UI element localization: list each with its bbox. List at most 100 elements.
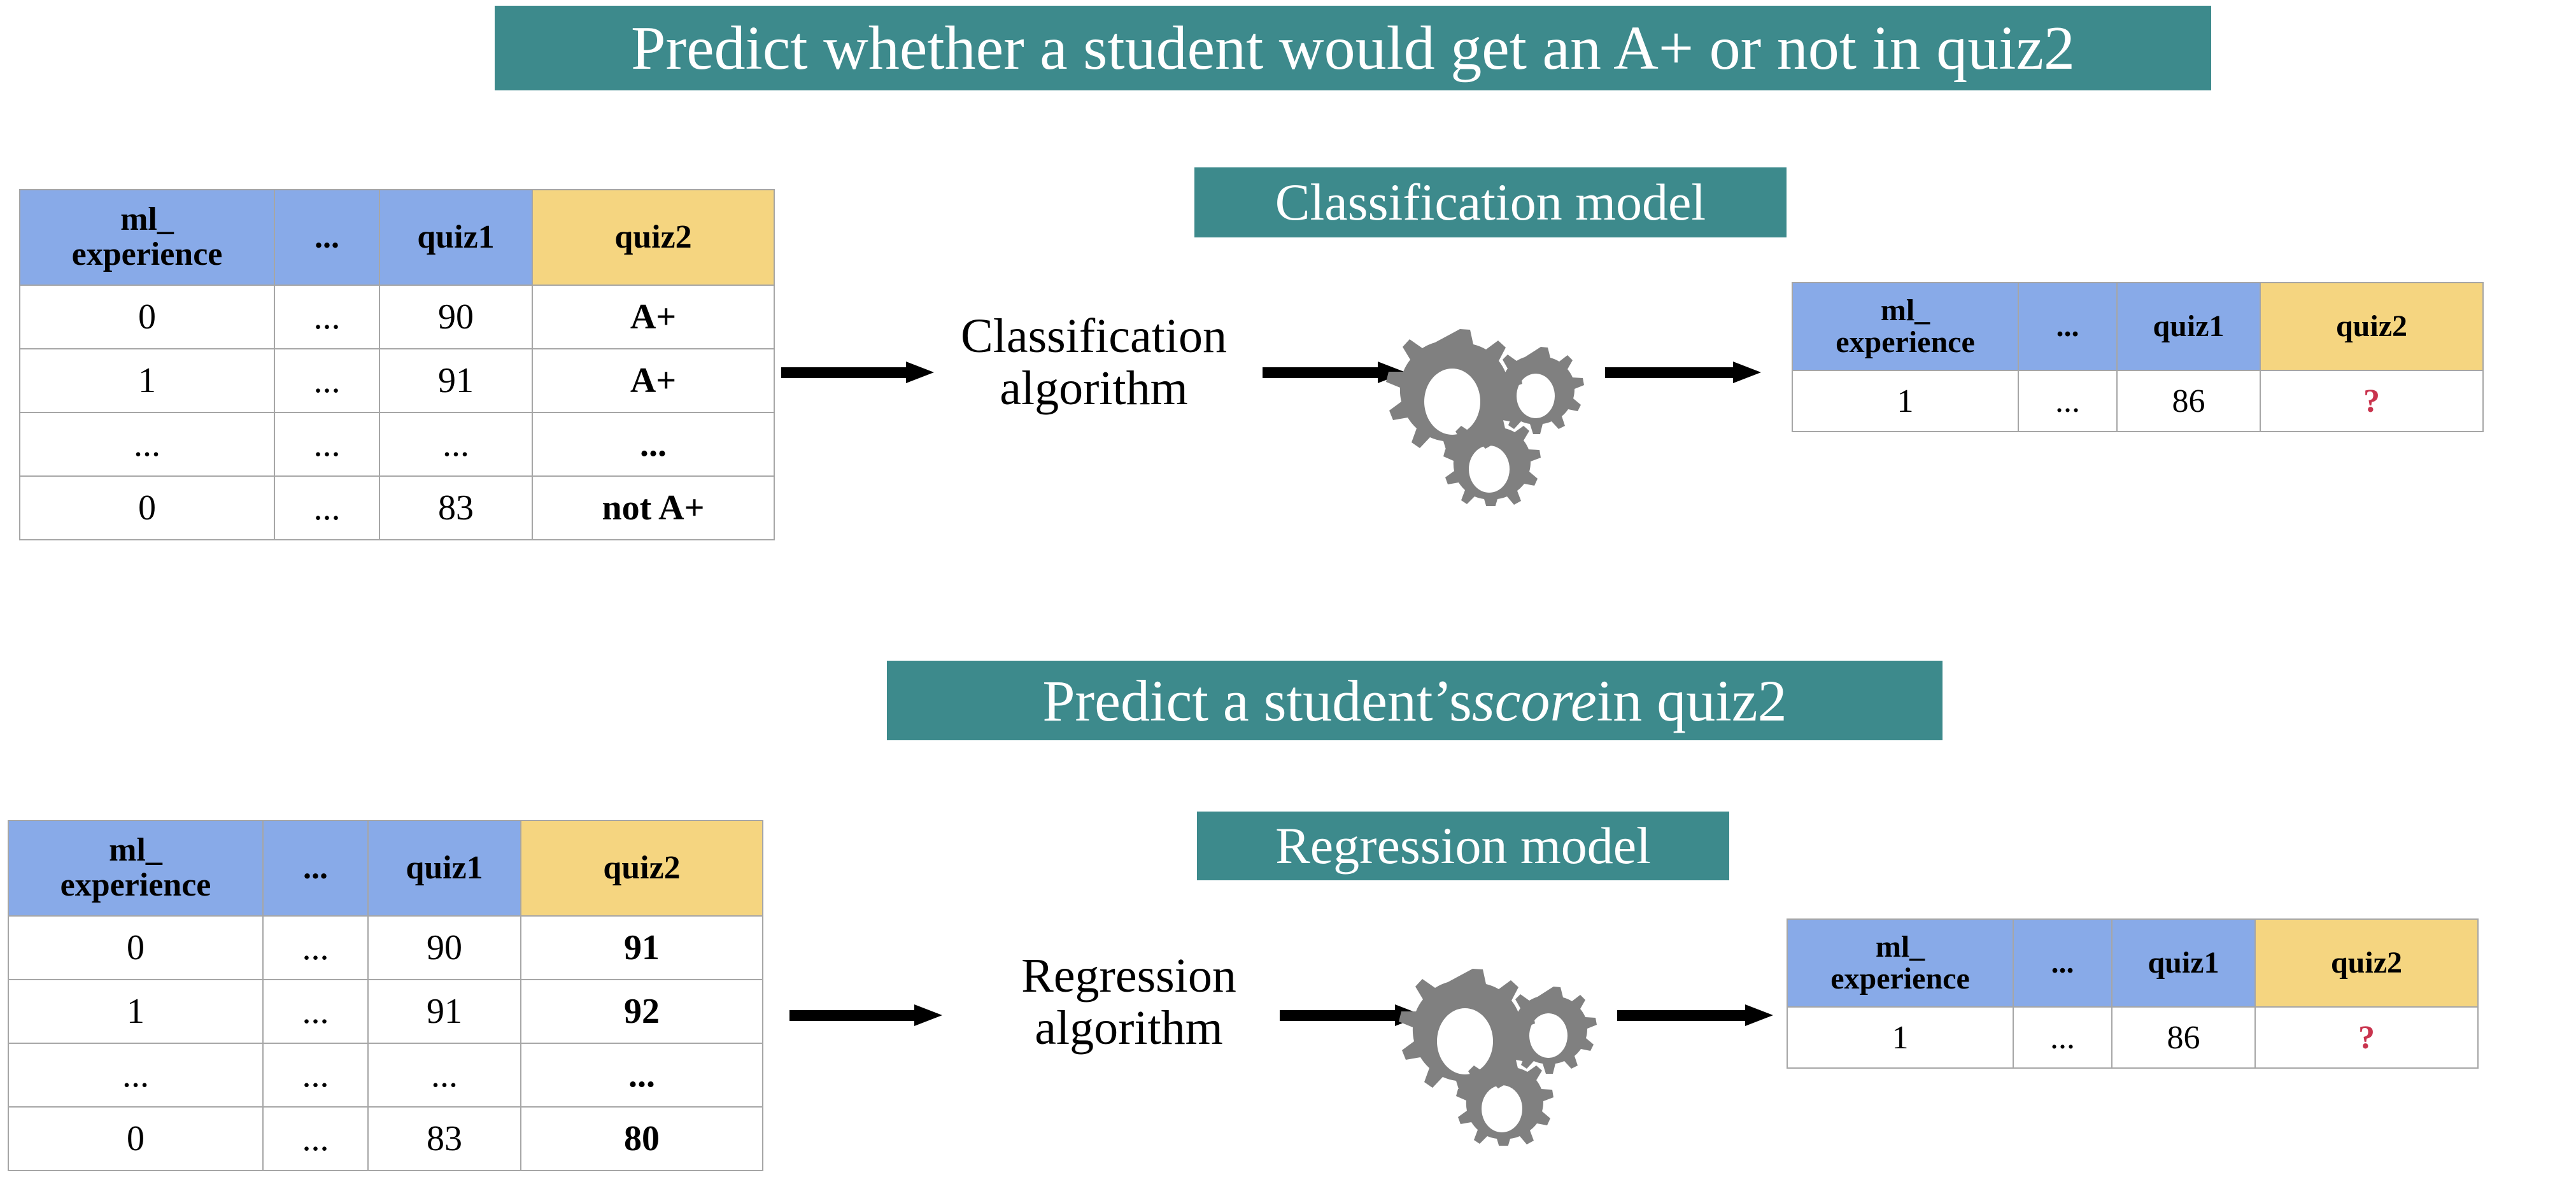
table-row: 0 ... 83 80 [8, 1106, 763, 1171]
column-header-ml-experience: ml_ experience [19, 189, 275, 286]
table-row: 1 ... 91 92 [8, 979, 763, 1044]
regression-algorithm-label: Regression algorithm [989, 950, 1269, 1054]
table-row: ... ... ... ... [8, 1043, 763, 1108]
cell-ellipsis: ... [262, 1106, 369, 1171]
table-row: 0 ... 83 not A+ [19, 475, 775, 540]
classification-section-title-banner: Predict whether a student would get an A… [495, 6, 2211, 90]
cell-ml-experience: 0 [19, 285, 275, 349]
arrow-shaft [1280, 1010, 1395, 1021]
cell-quiz2: 92 [520, 979, 763, 1044]
arrow-train-to-algorithm-1 [781, 362, 934, 383]
column-header-ml-line1: ml_ [120, 201, 174, 238]
regression-model-label-banner: Regression model [1197, 812, 1729, 880]
cell-ellipsis: ... [262, 979, 369, 1044]
regression-algorithm-label-line2: algorithm [1035, 1001, 1223, 1055]
column-header-quiz2: quiz2 [532, 189, 775, 286]
cell-ml-experience: ... [19, 412, 275, 477]
classification-model-label-text: Classification model [1275, 173, 1706, 231]
arrow-gears-to-prediction-2 [1617, 1004, 1773, 1026]
cell-ellipsis: ... [274, 475, 380, 540]
column-header-ml-line1: ml_ [109, 832, 162, 869]
cell-quiz2: 80 [520, 1106, 763, 1171]
table-row: 1 ... 91 A+ [19, 348, 775, 413]
cell-quiz1: 90 [379, 285, 533, 349]
cell-ellipsis: ... [2018, 370, 2118, 432]
cell-quiz2-unknown: ? [2254, 1006, 2479, 1069]
column-header-quiz2: quiz2 [2260, 282, 2484, 371]
column-header-ml-experience: ml_ experience [1792, 282, 2019, 371]
regression-section-title-italic: score [1471, 668, 1597, 733]
classification-model-label-banner: Classification model [1194, 167, 1787, 237]
arrow-shaft [1605, 367, 1733, 378]
table-header-row: ml_ experience ... quiz1 quiz2 [1792, 282, 2484, 371]
arrow-shaft [781, 367, 906, 378]
table-row: 0 ... 90 91 [8, 915, 763, 980]
cell-ml-experience: 1 [1787, 1006, 2014, 1069]
cell-quiz1: 83 [367, 1106, 521, 1171]
cell-ellipsis: ... [274, 348, 380, 413]
cell-quiz1: 86 [2111, 1006, 2256, 1069]
arrow-head [906, 362, 934, 383]
regression-training-table: ml_ experience ... quiz1 quiz2 0 ... 90 … [8, 820, 763, 1171]
arrow-shaft [789, 1010, 914, 1021]
arrow-head [1733, 362, 1761, 383]
column-header-ml-line1: ml_ [1875, 929, 1925, 964]
column-header-quiz1: quiz1 [367, 820, 521, 917]
classification-section-title-text: Predict whether a student would get an A… [631, 13, 2075, 83]
cell-ml-experience: 1 [1792, 370, 2019, 432]
column-header-quiz1: quiz1 [2116, 282, 2261, 371]
column-header-ml-experience: ml_ experience [1787, 918, 2014, 1008]
cell-quiz1: 91 [379, 348, 533, 413]
column-header-ellipsis: ... [274, 189, 380, 286]
cell-quiz2-unknown: ? [2260, 370, 2484, 432]
column-header-ml-line2: experience [71, 236, 223, 272]
table-header-row: ml_ experience ... quiz1 quiz2 [1787, 918, 2479, 1008]
cell-ellipsis: ... [262, 915, 369, 980]
column-header-quiz2: quiz2 [2254, 918, 2479, 1008]
regression-prediction-table: ml_ experience ... quiz1 quiz2 1 ... 86 … [1787, 918, 2479, 1069]
column-header-ml-line2: experience [1830, 962, 1970, 995]
arrow-gears-to-prediction-1 [1605, 362, 1761, 383]
gears-icon [1393, 955, 1610, 1146]
cell-quiz1: 83 [379, 475, 533, 540]
cell-quiz2: 91 [520, 915, 763, 980]
cell-ellipsis: ... [262, 1043, 369, 1108]
cell-quiz2: ... [532, 412, 775, 477]
classification-algorithm-label-line1: Classification [961, 309, 1227, 363]
cell-ml-experience: 0 [19, 475, 275, 540]
column-header-ellipsis: ... [2013, 918, 2112, 1008]
column-header-ellipsis: ... [262, 820, 369, 917]
table-header-row: ml_ experience ... quiz1 quiz2 [8, 820, 763, 917]
cell-quiz2: ... [520, 1043, 763, 1108]
arrow-shaft [1263, 367, 1378, 378]
column-header-ml-experience: ml_ experience [8, 820, 264, 917]
column-header-quiz1: quiz1 [2111, 918, 2256, 1008]
regression-algorithm-label-line1: Regression [1021, 949, 1236, 1002]
classification-prediction-table: ml_ experience ... quiz1 quiz2 1 ... 86 … [1792, 282, 2484, 432]
cell-quiz1: ... [367, 1043, 521, 1108]
classification-algorithm-label: Classification algorithm [941, 310, 1247, 414]
column-header-quiz2: quiz2 [520, 820, 763, 917]
cell-ml-experience: ... [8, 1043, 264, 1108]
cell-quiz2: A+ [532, 285, 775, 349]
arrow-head [914, 1004, 942, 1026]
cell-ml-experience: 1 [8, 979, 264, 1044]
cell-ml-experience: 0 [8, 915, 264, 980]
arrow-shaft [1617, 1010, 1745, 1021]
classification-training-table: ml_ experience ... quiz1 quiz2 0 ... 90 … [19, 189, 775, 540]
classification-algorithm-label-line2: algorithm [1000, 362, 1188, 416]
column-header-ml-line2: experience [60, 867, 211, 903]
cell-quiz2: A+ [532, 348, 775, 413]
regression-section-title-banner: Predict a student’s score in quiz2 [887, 661, 1943, 740]
column-header-ml-line2: experience [1836, 325, 1975, 359]
column-header-ml-line1: ml_ [1880, 293, 1930, 327]
cell-quiz1: 86 [2116, 370, 2261, 432]
cell-quiz2: not A+ [532, 475, 775, 540]
gears-icon [1380, 315, 1597, 506]
cell-quiz1: ... [379, 412, 533, 477]
arrow-train-to-algorithm-2 [789, 1004, 942, 1026]
column-header-ellipsis: ... [2018, 282, 2118, 371]
cell-ml-experience: 1 [19, 348, 275, 413]
column-header-quiz1: quiz1 [379, 189, 533, 286]
table-header-row: ml_ experience ... quiz1 quiz2 [19, 189, 775, 286]
